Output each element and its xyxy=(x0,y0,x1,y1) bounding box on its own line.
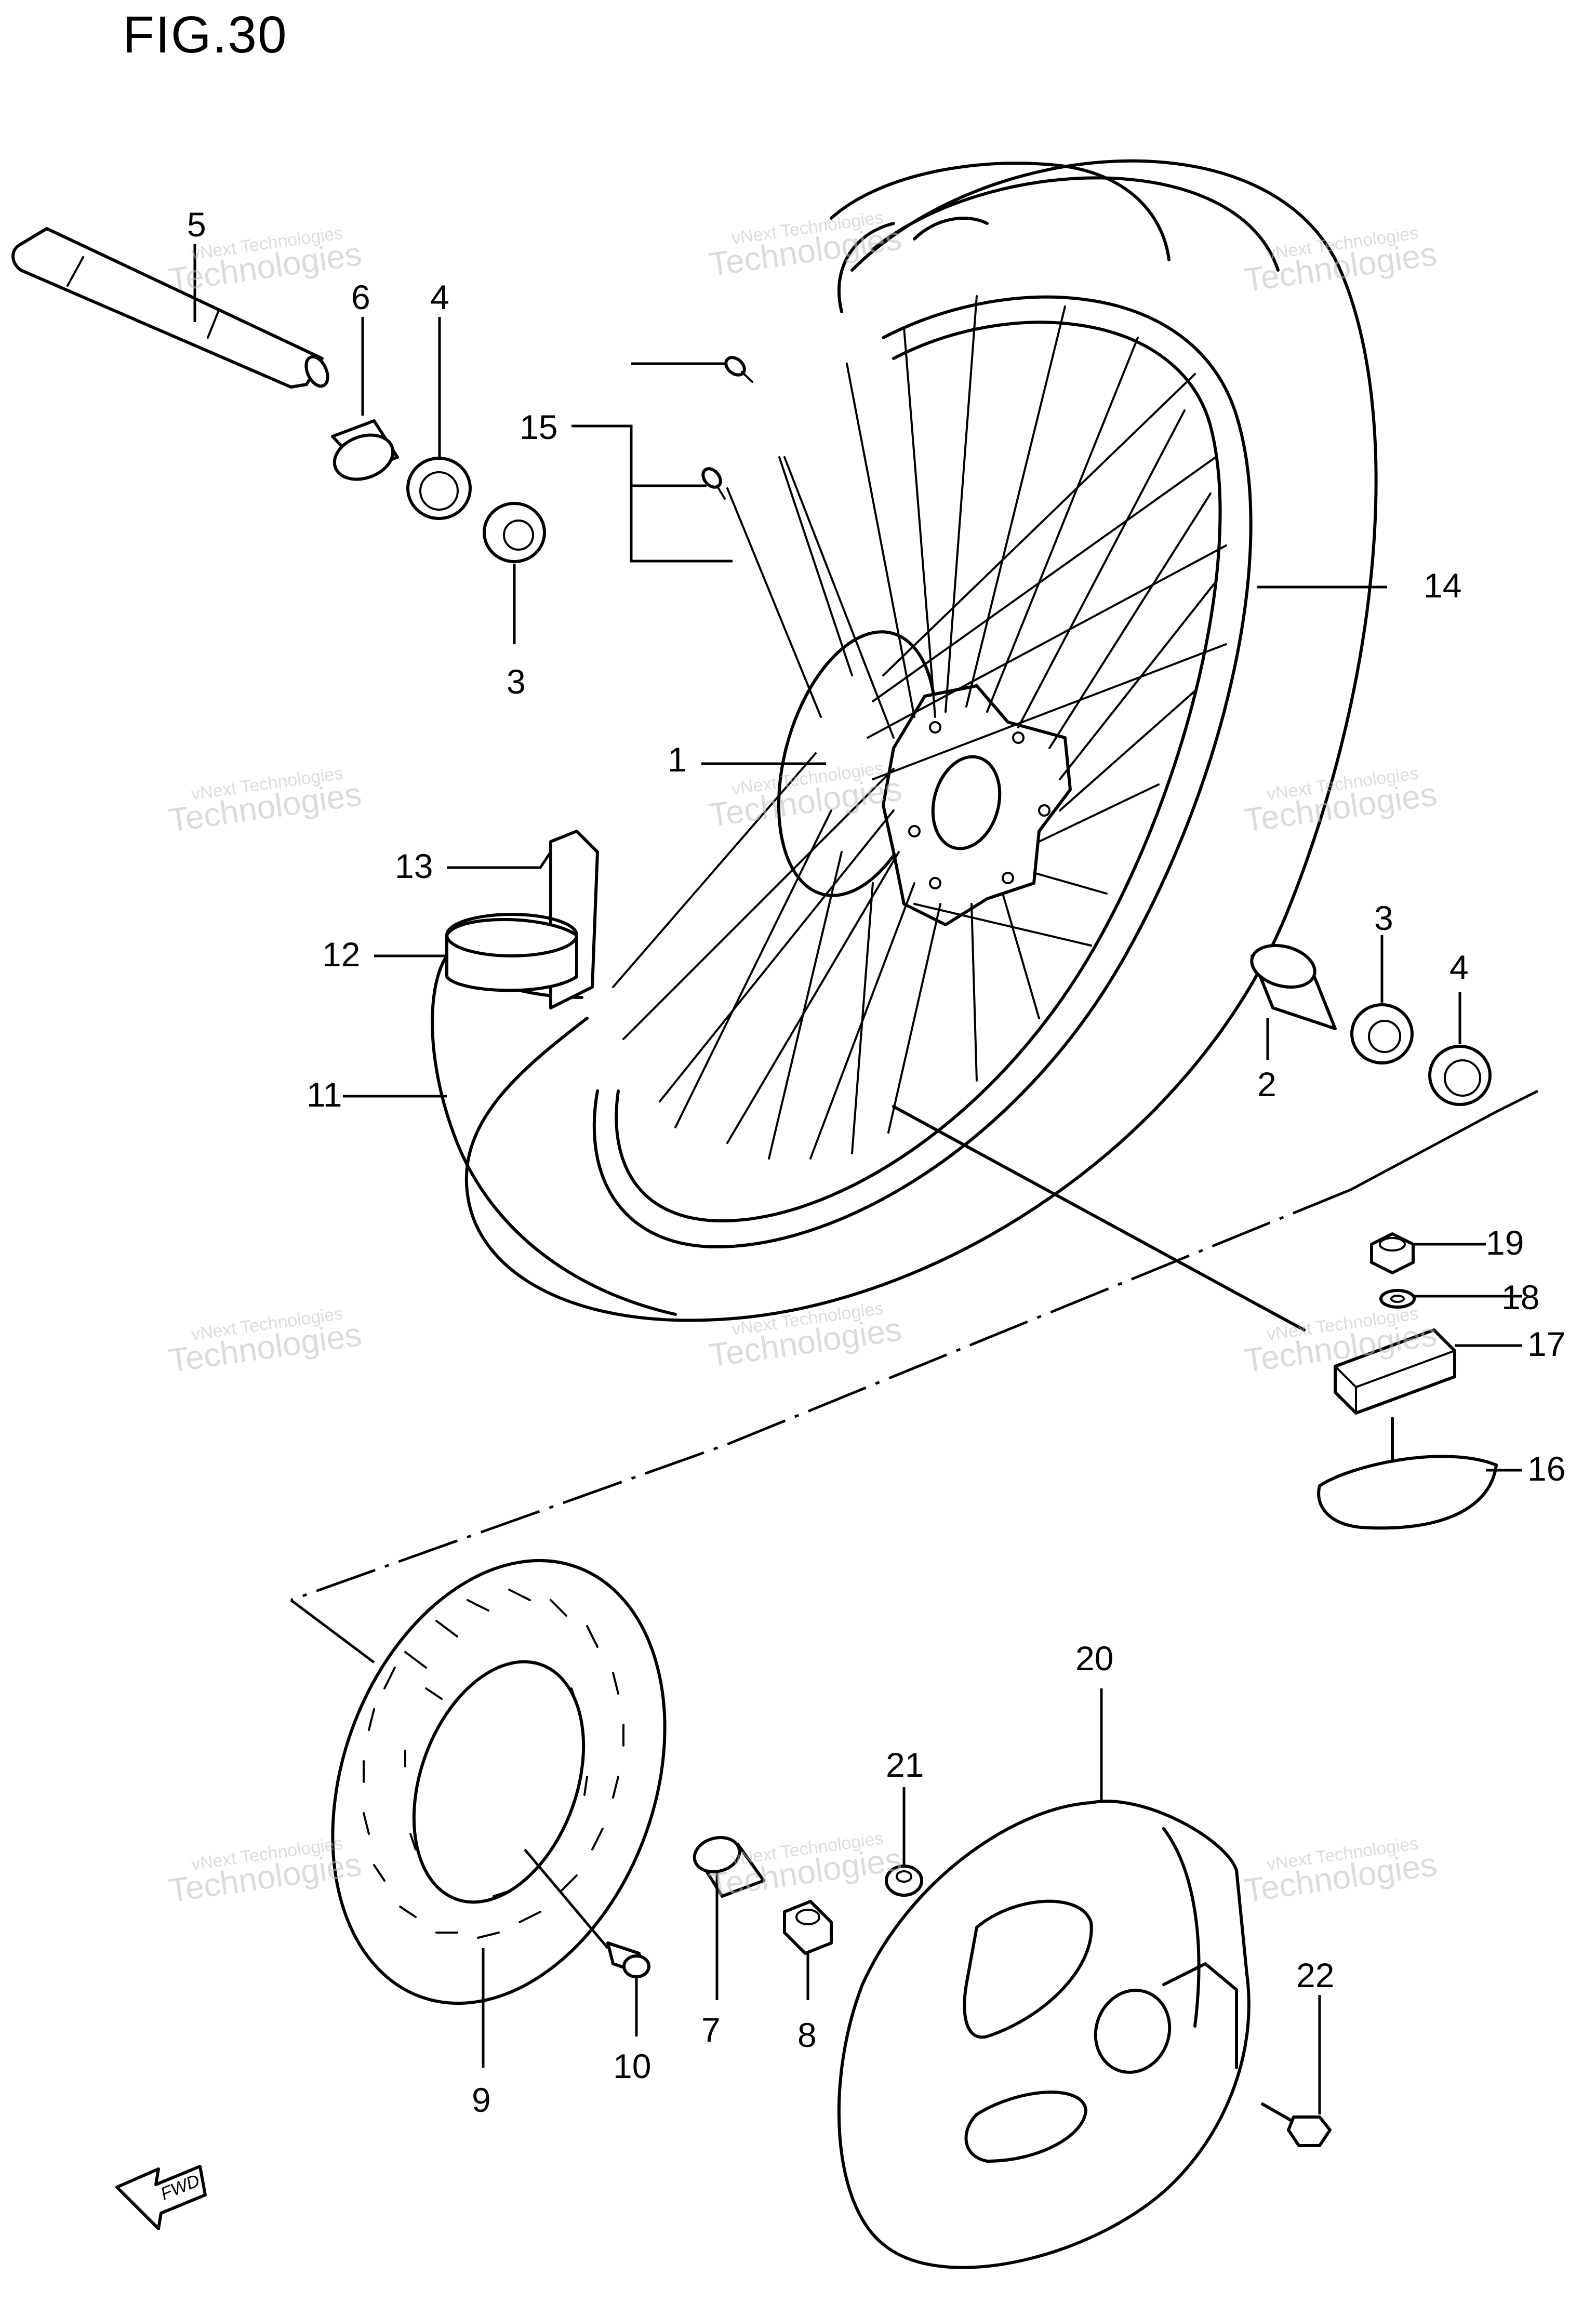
rim-lock-nut-19 xyxy=(1370,1232,1415,1274)
callout-14: 14 xyxy=(1424,566,1461,605)
callout-2: 2 xyxy=(1257,1065,1276,1103)
callout-1: 1 xyxy=(668,740,687,779)
washer-18 xyxy=(1379,1289,1416,1309)
callout-17: 17 xyxy=(1527,1325,1565,1363)
callout-7: 7 xyxy=(701,2011,721,2049)
callout-13: 13 xyxy=(395,847,433,885)
callout-5: 5 xyxy=(187,205,206,244)
rim xyxy=(592,295,1253,1248)
callout-12: 12 xyxy=(322,935,360,974)
hub xyxy=(777,630,1072,926)
callout-9: 9 xyxy=(472,2081,491,2119)
rim-lock-17 xyxy=(1334,1328,1456,1415)
collar-6 xyxy=(331,419,399,481)
tire xyxy=(464,159,1378,1322)
callout-21: 21 xyxy=(886,1746,924,1784)
callout-20: 20 xyxy=(1075,1639,1113,1678)
bearing-3-top xyxy=(483,502,546,563)
disc-cover-20 xyxy=(837,1800,1251,2269)
wheel-assembly xyxy=(431,159,1378,1332)
collar-8 xyxy=(783,1900,833,1955)
callout-labels: 1 2 3 3 4 4 5 6 7 8 9 10 11 12 13 14 15 … xyxy=(187,205,1565,2119)
callout-6: 6 xyxy=(351,278,370,316)
callout-16: 16 xyxy=(1527,1449,1565,1488)
bearing-3-right xyxy=(1350,1003,1414,1064)
callout-10: 10 xyxy=(613,2047,651,2085)
tube-12 xyxy=(445,913,578,992)
callout-11: 11 xyxy=(307,1075,342,1114)
spokes xyxy=(612,295,1227,1160)
forward-direction-arrow: FWD xyxy=(115,2165,207,2230)
collar-7 xyxy=(693,1836,765,1898)
callout-18: 18 xyxy=(1501,1278,1539,1316)
front-axle xyxy=(11,227,329,389)
callout-15: 15 xyxy=(520,408,557,446)
figure-title: FIG.30 xyxy=(123,6,288,64)
bolt-22 xyxy=(1261,2102,1332,2147)
callout-22: 22 xyxy=(1296,1956,1334,1994)
spoke-nipples-15 xyxy=(701,356,753,500)
callout-3-top: 3 xyxy=(507,662,526,701)
spacer-2 xyxy=(1250,943,1337,1030)
brake-disc-9 xyxy=(331,1559,667,2005)
leader-lines xyxy=(193,244,1522,2114)
nut-21 xyxy=(885,1865,923,1897)
callout-4-right: 4 xyxy=(1449,948,1469,987)
callout-8: 8 xyxy=(797,2016,817,2054)
oil-seal-4-right xyxy=(1428,1045,1492,1106)
valve-guide-line xyxy=(892,1105,1306,1332)
callout-3-right: 3 xyxy=(1374,899,1393,937)
rim-lock-pad-16 xyxy=(1317,1417,1498,1530)
exploded-view-lines xyxy=(290,1089,1539,1663)
disc-bolt-10 xyxy=(606,1941,650,1978)
callout-19: 19 xyxy=(1486,1223,1524,1262)
oil-seal-4-top xyxy=(406,457,472,520)
callout-4-top: 4 xyxy=(430,278,449,316)
